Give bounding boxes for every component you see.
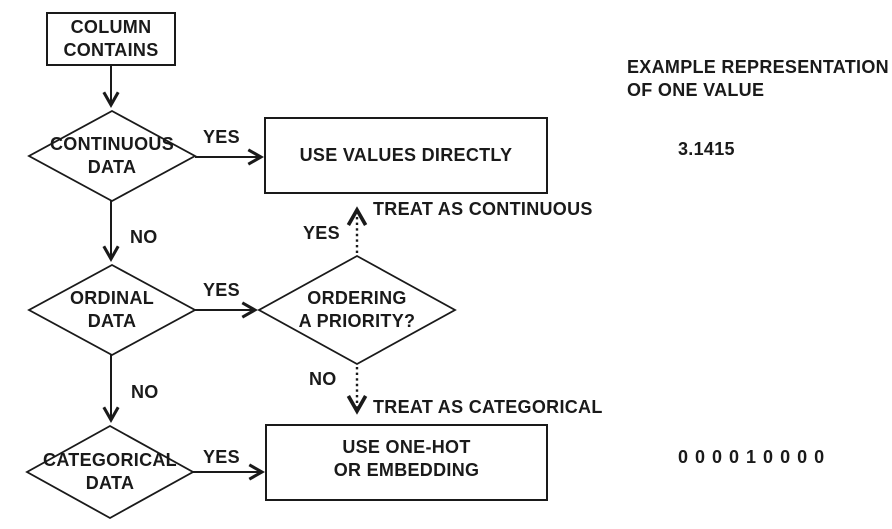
treat-as-continuous-label: TREAT AS CONTINUOUS xyxy=(373,199,593,219)
edge-label-continuous-no: NO xyxy=(130,227,158,247)
treat-as-categorical-label: TREAT AS CATEGORICAL xyxy=(373,397,603,417)
edge-label-ordinal-no: NO xyxy=(131,382,159,402)
edge-label-ordering-no: NO xyxy=(309,369,337,389)
continuous-data-label: CONTINUOUS DATA xyxy=(50,134,174,177)
example-categorical-value: 000010000 xyxy=(678,447,832,467)
use-values-directly-box xyxy=(264,117,548,194)
start-node-box xyxy=(46,12,176,66)
ordering-priority-label: ORDERING A PRIORITY? xyxy=(298,288,416,331)
categorical-data-label: CATEGORICAL DATA xyxy=(43,450,177,493)
categorical-data-diamond xyxy=(25,424,195,520)
ordinal-data-label: ORDINAL DATA xyxy=(69,288,155,331)
use-onehot-label: USE ONE-HOT OR EMBEDDING xyxy=(333,436,480,480)
example-representation-heading: EXAMPLE REPRESENTATION OF ONE VALUE xyxy=(627,57,889,100)
use-onehot-box xyxy=(265,424,548,501)
edge-label-ordering-yes: YES xyxy=(303,223,340,243)
use-values-directly-label: USE VALUES DIRECTLY xyxy=(299,145,513,165)
example-continuous-value: 3.1415 xyxy=(678,139,735,159)
edge-label-categorical-yes: YES xyxy=(203,447,240,467)
edge-label-ordinal-yes: YES xyxy=(203,280,240,300)
edge-label-continuous-yes: YES xyxy=(203,127,240,147)
ordering-priority-diamond xyxy=(257,254,457,366)
start-node-label: COLUMN CONTAINS xyxy=(63,17,159,60)
